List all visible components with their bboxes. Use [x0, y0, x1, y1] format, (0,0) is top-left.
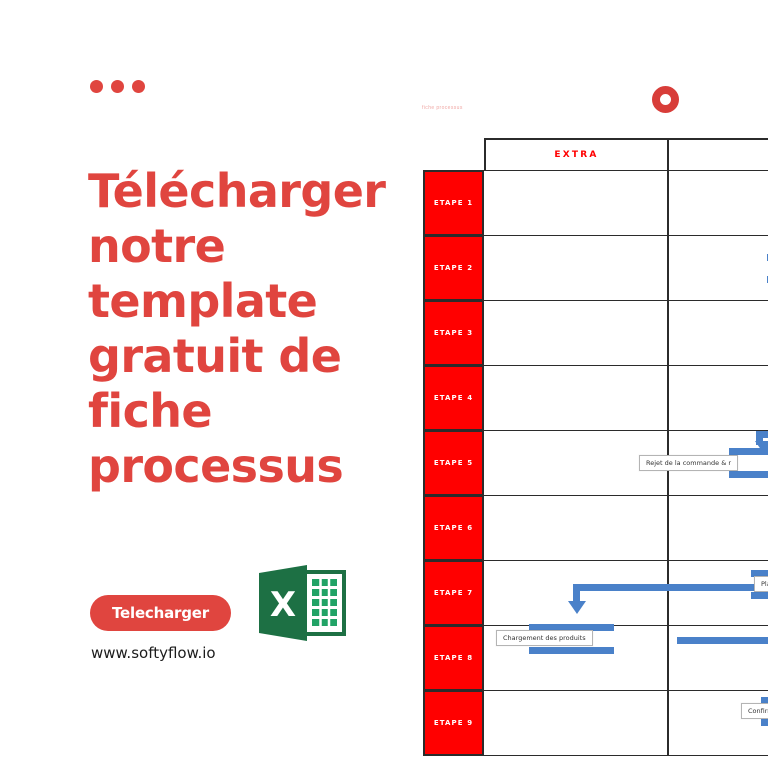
connector-bar [669, 584, 768, 591]
flow-box[interactable]: Planification [754, 576, 768, 592]
process-sheet-preview: fiche processus EXTRA ETAPE 1 ETAPE 2 Va… [410, 0, 768, 768]
step-label-cell: ETAPE 3 [423, 300, 484, 366]
table-row: ETAPE 3 [423, 300, 768, 366]
table-row: ETAPE 4 Non [423, 365, 768, 431]
table-row: ETAPE 8 Chargement des produits [423, 624, 768, 691]
lane-cell-1 [484, 170, 669, 236]
connector-bar [529, 647, 614, 654]
step-label-cell: ETAPE 1 [423, 170, 484, 236]
lane-cell-2: Planification [669, 560, 768, 626]
connector-bar [751, 570, 768, 577]
table-row: ETAPE 6 [423, 495, 768, 561]
table-row: ETAPE 1 [423, 170, 768, 236]
headline-line: template [88, 273, 318, 328]
flow-box[interactable]: Chargement des produits [496, 630, 593, 646]
connector-bar [529, 624, 614, 631]
ring-decoration-icon [652, 86, 679, 113]
step-label-cell: ETAPE 5 [423, 430, 484, 496]
lane-cell-2 [669, 625, 768, 691]
flow-box[interactable]: Confirmation [741, 703, 768, 719]
lane-cell-2: Validation [669, 235, 768, 301]
dot-icon [111, 80, 124, 93]
step-label-cell: ETAPE 7 [423, 560, 484, 626]
table-row: ETAPE 2 Validation [423, 235, 768, 301]
lane-cell-1 [484, 560, 673, 626]
connector-bar [756, 431, 768, 438]
connector-bar [573, 584, 580, 603]
step-label-cell: ETAPE 8 [423, 625, 484, 691]
decorative-dots [90, 80, 145, 93]
sheet-faint-label: fiche processus [422, 105, 463, 111]
step-label-cell: ETAPE 6 [423, 495, 484, 561]
step-label-cell: ETAPE 4 [423, 365, 484, 431]
headline-line: fiche [88, 383, 213, 438]
site-url-label: www.softyflow.io [91, 644, 216, 662]
headline-line: notre [88, 218, 226, 273]
dot-icon [132, 80, 145, 93]
lane-cell-1 [484, 495, 669, 561]
table-row: ETAPE 9 Confirmation [423, 690, 768, 756]
lane-cell-2 [669, 300, 768, 366]
table-header-cell-extra: EXTRA [486, 140, 669, 170]
lane-cell-1 [484, 365, 669, 431]
lane-cell-1: Chargement des produits [484, 624, 669, 691]
lane-cell-1 [484, 235, 669, 301]
table-header-cell-2 [669, 140, 768, 170]
connector-bar [761, 697, 768, 704]
excel-file-icon: X [259, 565, 346, 641]
connector-bar [761, 719, 768, 726]
page-title: Télécharger notre template gratuit de fi… [88, 164, 408, 494]
table-row: ETAPE 7 Planification [423, 560, 768, 626]
excel-x-letter: X [270, 585, 296, 625]
promo-panel: Télécharger notre template gratuit de fi… [88, 80, 408, 662]
dot-icon [90, 80, 103, 93]
connector-bar [729, 471, 768, 478]
headline-line: Télécharger [88, 163, 386, 218]
connector-bar [729, 448, 768, 455]
table-row: ETAPE 5 Rejet de la commande & r [423, 430, 768, 496]
connector-bar [756, 431, 763, 445]
lane-cell-1 [484, 690, 669, 756]
flow-box[interactable]: Rejet de la commande & r [639, 455, 739, 471]
lane-cell-2: Rejet de la commande & r [639, 430, 768, 496]
lane-cell-2: Confirmation [669, 690, 768, 756]
step-label-cell: ETAPE 2 [423, 235, 484, 301]
connector-bar [677, 637, 768, 644]
step-label-cell: ETAPE 9 [423, 690, 484, 756]
lane-cell-2 [669, 170, 768, 236]
lane-cell-2: Non [669, 365, 768, 431]
download-button[interactable]: Telecharger [90, 595, 231, 631]
headline-line: processus [88, 438, 344, 493]
connector-bar [573, 584, 673, 591]
lane-cell-1 [484, 300, 669, 366]
table-header-row: EXTRA [484, 138, 768, 171]
headline-line: gratuit de [88, 328, 342, 383]
arrow-down-icon [568, 601, 586, 614]
connector-bar [751, 592, 768, 599]
lane-cell-2 [669, 495, 768, 561]
